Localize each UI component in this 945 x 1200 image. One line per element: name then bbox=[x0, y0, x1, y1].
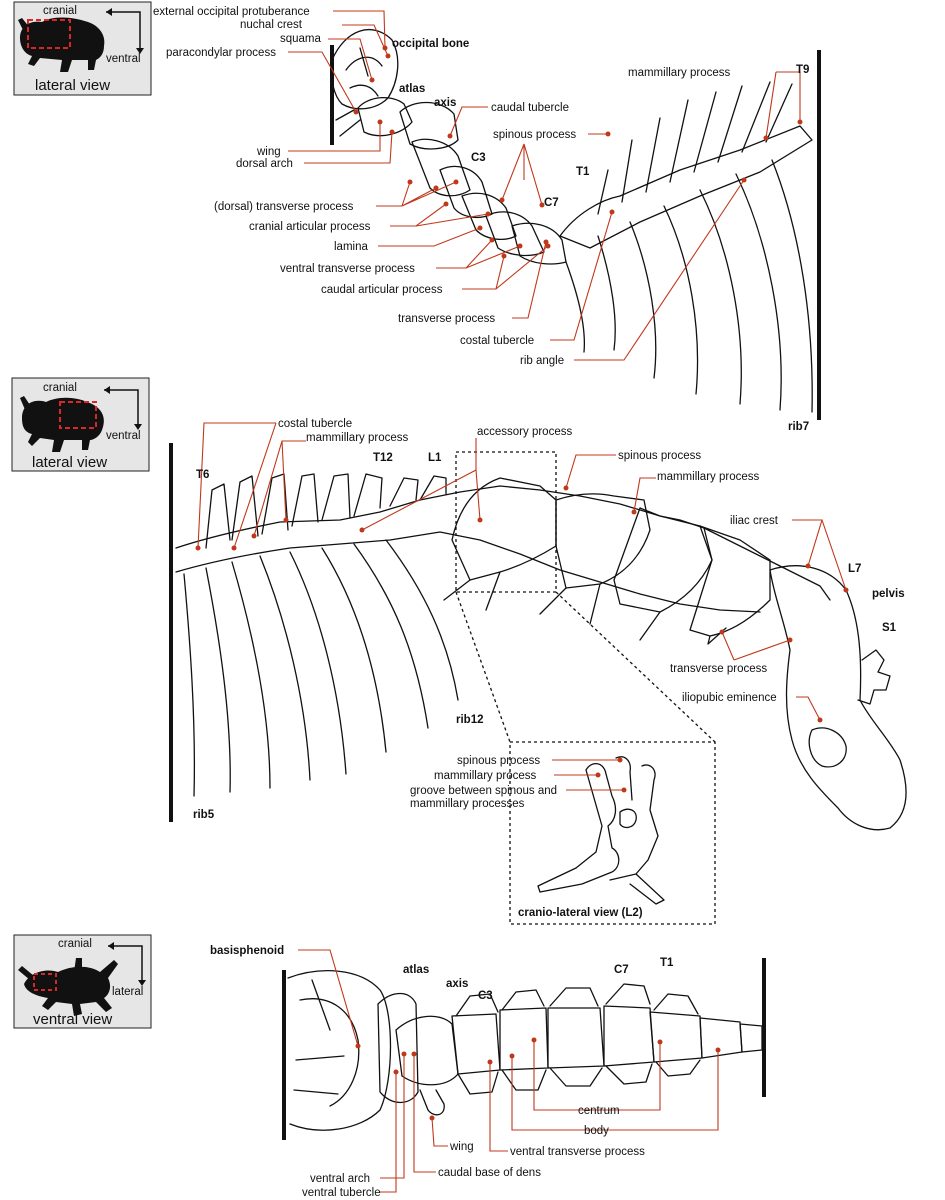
label-costal-tubercle: costal tubercle bbox=[460, 335, 534, 347]
label-detail-caption: cranio-lateral view (L2) bbox=[518, 907, 643, 919]
label-ventral-arch: ventral arch bbox=[310, 1173, 370, 1185]
label-wing: wing bbox=[449, 1141, 474, 1153]
inset-side-label: lateral bbox=[112, 986, 143, 998]
panel-1-leaders bbox=[288, 10, 803, 361]
label-cranial-articular-process: cranial articular process bbox=[249, 221, 371, 233]
rabbit-silhouette-icon bbox=[18, 17, 105, 72]
inset-view-label: lateral view bbox=[32, 454, 107, 471]
label-detail-groove-line-2: mammillary processes bbox=[410, 798, 525, 810]
label-l7: L7 bbox=[848, 563, 861, 575]
label-t1: T1 bbox=[576, 166, 590, 178]
label-ventral-tubercle: ventral tubercle bbox=[302, 1187, 381, 1199]
panel-2-drawing bbox=[169, 443, 907, 925]
label-occipital-bone: occipital bone bbox=[392, 38, 469, 50]
label-dorsal-transverse-process: (dorsal) transverse process bbox=[214, 201, 354, 213]
label-squama: squama bbox=[280, 33, 322, 45]
inset-view-label: ventral view bbox=[33, 1011, 112, 1028]
label-spinous-process: spinous process bbox=[493, 129, 576, 141]
region-highlight bbox=[27, 19, 71, 49]
label-rib12: rib12 bbox=[456, 714, 484, 726]
label-dorsal-arch: dorsal arch bbox=[236, 158, 293, 170]
label-costal-tubercle: costal tubercle bbox=[278, 418, 352, 430]
label-c3: C3 bbox=[478, 990, 493, 1002]
label-axis: axis bbox=[434, 97, 456, 109]
label-rib7: rib7 bbox=[788, 421, 809, 433]
label-mammillary-process-2: mammillary process bbox=[657, 471, 759, 483]
inset-top-label: cranial bbox=[43, 5, 77, 17]
label-mammillary-process: mammillary process bbox=[306, 432, 408, 444]
label-l1: L1 bbox=[428, 452, 442, 464]
label-atlas: atlas bbox=[403, 964, 429, 976]
inset-panel-1: cranial ventral lateral view bbox=[13, 1, 152, 96]
label-caudal-tubercle: caudal tubercle bbox=[491, 102, 569, 114]
panel-3-labels: basisphenoid atlas axis C3 C7 T1 centrum… bbox=[210, 945, 674, 1199]
label-rib5: rib5 bbox=[193, 809, 215, 821]
label-t6: T6 bbox=[196, 469, 209, 481]
inset-side-label: ventral bbox=[106, 53, 141, 65]
label-wing: wing bbox=[256, 146, 281, 158]
label-c3: C3 bbox=[471, 152, 486, 164]
panel-3-drawing bbox=[282, 958, 766, 1140]
label-rib-angle: rib angle bbox=[520, 355, 564, 367]
label-detail-spinous-process: spinous process bbox=[457, 755, 540, 767]
inset-panel-3: cranial lateral ventral view bbox=[13, 934, 152, 1029]
region-highlight bbox=[59, 401, 97, 429]
label-t12: T12 bbox=[373, 452, 393, 464]
label-basisphenoid: basisphenoid bbox=[210, 945, 284, 957]
rabbit-silhouette-icon bbox=[20, 396, 104, 452]
label-mammillary-process: mammillary process bbox=[628, 67, 730, 79]
label-c7: C7 bbox=[614, 964, 629, 976]
panel-3-leaders bbox=[298, 949, 721, 1193]
inset-top-label: cranial bbox=[58, 938, 92, 950]
inset-panel-2: cranial ventral lateral view bbox=[11, 377, 150, 472]
label-spinous-process: spinous process bbox=[618, 450, 701, 462]
panel-1-drawing bbox=[330, 29, 821, 420]
region-highlight bbox=[33, 973, 57, 991]
label-lamina: lamina bbox=[334, 241, 368, 253]
label-nuchal-crest: nuchal crest bbox=[240, 19, 303, 31]
label-c7: C7 bbox=[544, 197, 559, 209]
label-detail-groove-line-1: groove between spinous and bbox=[410, 785, 557, 797]
label-iliac-crest: iliac crest bbox=[730, 515, 779, 527]
label-t1: T1 bbox=[660, 957, 674, 969]
label-axis: axis bbox=[446, 978, 468, 990]
panel-2-leaders bbox=[195, 422, 849, 793]
label-centrum: centrum bbox=[578, 1105, 620, 1117]
label-ventral-transverse-process: ventral transverse process bbox=[510, 1146, 645, 1158]
label-detail-mammillary-process: mammillary process bbox=[434, 770, 536, 782]
label-transverse-process: transverse process bbox=[670, 663, 767, 675]
label-caudal-articular-process: caudal articular process bbox=[321, 284, 443, 296]
label-caudal-base-of-dens: caudal base of dens bbox=[438, 1167, 541, 1179]
inset-top-label: cranial bbox=[43, 382, 77, 394]
inset-side-label: ventral bbox=[106, 430, 141, 442]
label-ventral-transverse-process: ventral transverse process bbox=[280, 263, 415, 275]
panel-1-labels: external occipital protuberance nuchal c… bbox=[153, 6, 809, 433]
label-iliopubic-eminence: iliopubic eminence bbox=[682, 692, 777, 704]
panel-2-labels: costal tubercle mammillary process T6 T1… bbox=[193, 418, 905, 919]
label-transverse-process: transverse process bbox=[398, 313, 495, 325]
label-t9: T9 bbox=[796, 64, 809, 76]
label-s1: S1 bbox=[882, 622, 897, 634]
label-accessory-process: accessory process bbox=[477, 426, 572, 438]
rabbit-silhouette-icon bbox=[18, 958, 118, 1016]
inset-view-label: lateral view bbox=[35, 77, 110, 94]
label-external-occipital-protuberance: external occipital protuberance bbox=[153, 6, 310, 18]
label-paracondylar-process: paracondylar process bbox=[166, 47, 276, 59]
label-atlas: atlas bbox=[399, 83, 425, 95]
label-pelvis: pelvis bbox=[872, 588, 905, 600]
label-body: body bbox=[584, 1125, 609, 1137]
